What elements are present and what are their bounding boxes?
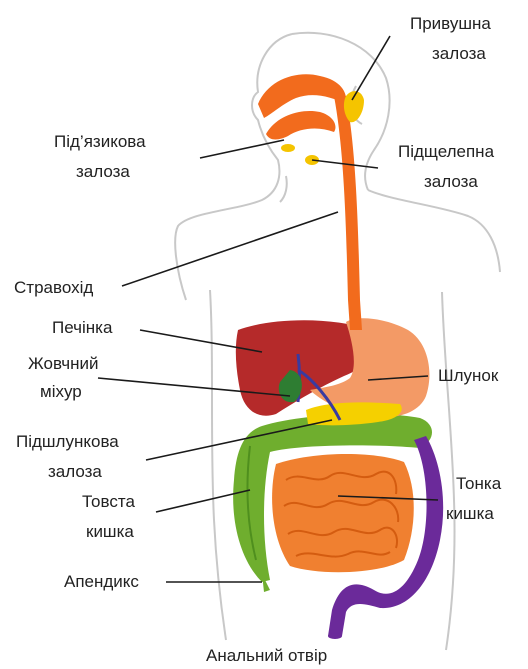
anus-marker bbox=[328, 633, 342, 639]
label-large-intestine-line1: Товста bbox=[82, 490, 135, 514]
shoulder-right-outline bbox=[368, 190, 500, 272]
label-small-intestine-line1: Тонка bbox=[456, 472, 501, 496]
head-outline bbox=[175, 34, 292, 300]
sublingual-gland-shape bbox=[281, 144, 295, 152]
label-parotid-line1: Привушна bbox=[410, 12, 491, 36]
label-sublingual-line2: залоза bbox=[76, 160, 130, 184]
label-stomach: Шлунок bbox=[438, 364, 498, 388]
label-appendix: Апендикс bbox=[64, 570, 139, 594]
label-gallbladder-line1: Жовчний bbox=[28, 352, 98, 376]
label-anus: Анальний отвір bbox=[206, 644, 327, 668]
label-submandibular-line2: залоза bbox=[424, 170, 478, 194]
label-pancreas-line2: залоза bbox=[48, 460, 102, 484]
label-pancreas-line1: Підшлункова bbox=[16, 430, 119, 454]
label-liver: Печінка bbox=[52, 316, 112, 340]
small-intestine-shape bbox=[272, 454, 414, 572]
label-submandibular-line1: Підщелепна bbox=[398, 140, 494, 164]
torso-right-outline bbox=[442, 292, 455, 650]
label-sublingual-line1: Під’язикова bbox=[54, 130, 146, 154]
label-small-intestine-line2: кишка bbox=[446, 502, 494, 526]
label-gallbladder-line2: міхур bbox=[40, 380, 82, 404]
esophagus-shape bbox=[334, 96, 362, 330]
oral-cavity-shape bbox=[258, 74, 346, 118]
neck-left-outline bbox=[280, 176, 287, 202]
label-large-intestine-line2: кишка bbox=[86, 520, 134, 544]
label-esophagus: Стравохід bbox=[14, 276, 93, 300]
tongue-shape bbox=[266, 111, 335, 140]
label-parotid-line2: залоза bbox=[432, 42, 486, 66]
leader-esophagus bbox=[122, 212, 338, 286]
